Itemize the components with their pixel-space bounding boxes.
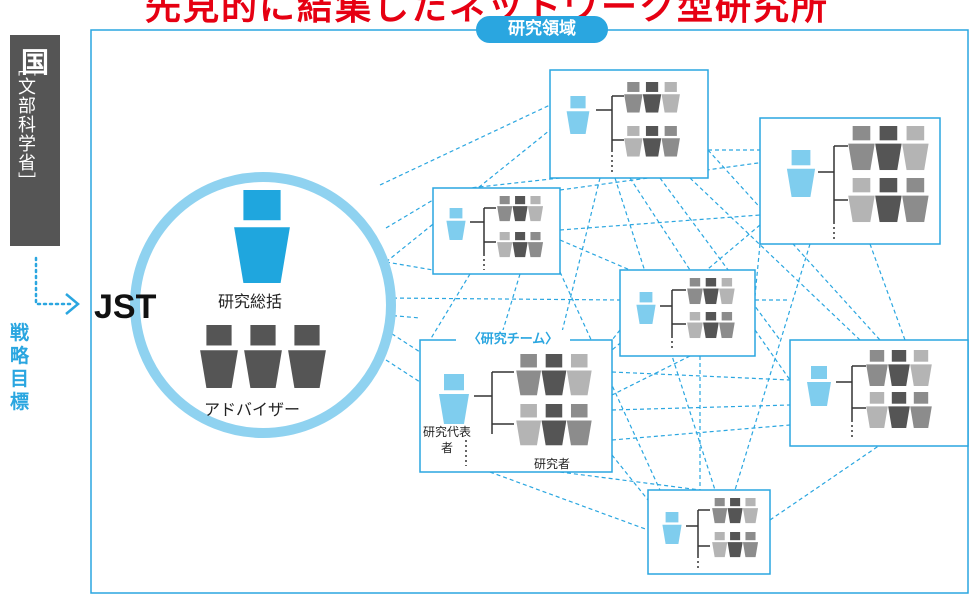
jst-label: JST — [94, 288, 157, 326]
advisor-label: アドバイザー — [204, 400, 301, 419]
team-box — [432, 187, 561, 275]
strategy-arrow — [34, 256, 72, 306]
team-box — [549, 69, 709, 179]
government-title: 国 — [20, 46, 49, 79]
team-box — [759, 117, 941, 245]
government-box: 国 — [10, 35, 60, 246]
research-supervisor-label: 研究総括 — [218, 292, 283, 311]
team-box — [619, 269, 756, 357]
team-box — [789, 339, 969, 447]
research-team-tab: 〈研究チーム〉 — [456, 330, 570, 350]
team-box — [647, 489, 771, 575]
team-box-main — [419, 339, 613, 473]
arrow-head-icon — [65, 293, 80, 315]
jst-circle — [130, 172, 396, 438]
ministry-label: ［文部科学省］ — [15, 58, 36, 191]
team-leader-label: 研究代表者 — [422, 425, 471, 455]
strategic-goal-label: 戦略目標 — [10, 322, 30, 413]
research-area-tab: 研究領域 — [476, 16, 608, 43]
researcher-label: 研究者 — [534, 457, 571, 471]
